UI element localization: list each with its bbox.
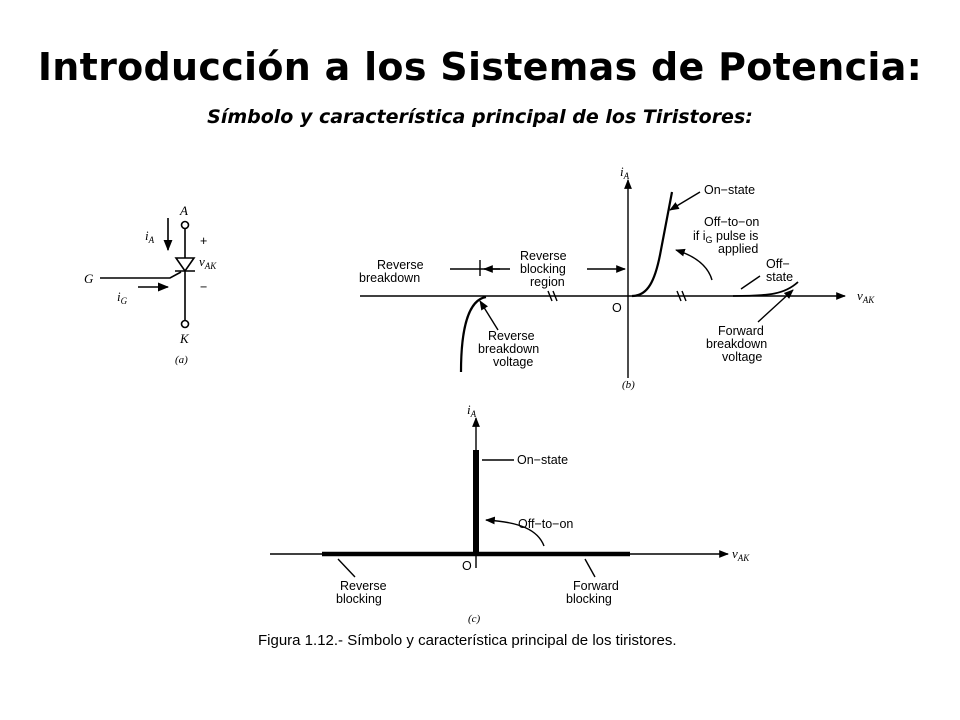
ia-subscript: A <box>148 235 155 245</box>
b-reverse-breakdown-label-2: breakdown <box>359 271 420 285</box>
b-off-to-on-label-3: applied <box>718 242 758 256</box>
b-forward-breakdown-voltage-pointer <box>757 289 794 323</box>
b-reverse-breakdown-label-1: Reverse <box>377 258 424 272</box>
b-off-state-pointer <box>740 275 761 290</box>
c-reverse-blocking-label-1: Reverse <box>340 579 387 593</box>
c-x-axis-subscript: AK <box>737 553 750 563</box>
slide-title: Introducción a los Sistemas de Potencia: <box>37 45 923 89</box>
panel-b-label: (b) <box>622 379 635 391</box>
cathode-terminal <box>180 319 190 329</box>
c-reverse-blocking-pointer <box>337 558 356 578</box>
b-reverse-blocking-label-1: Reverse <box>520 249 567 263</box>
b-on-state-curve <box>631 191 674 298</box>
panel-c-label: (c) <box>468 613 481 625</box>
b-x-axis-subscript: AK <box>862 295 875 305</box>
characteristic-b-labels: iA vAK O On−state Off−to−on if iG pulse … <box>359 164 875 391</box>
ig-subscript: G <box>121 296 128 306</box>
b-off-to-on-pointer <box>675 248 713 281</box>
b-forward-breakdown-voltage-label-1: Forward <box>718 324 764 338</box>
svg-text:vAK: vAK <box>732 546 750 563</box>
b-forward-breakdown-voltage-label-3: voltage <box>722 350 762 364</box>
ia-label: i <box>145 228 149 243</box>
b-off-state-curve <box>732 281 799 297</box>
minus-sign: − <box>200 280 207 294</box>
b-origin-label: O <box>612 301 622 315</box>
c-y-axis-subscript: A <box>470 409 477 419</box>
b-reverse-blocking-label-2: blocking <box>520 262 566 276</box>
b-axis-break-right <box>676 290 687 302</box>
panel-a-label: (a) <box>175 354 188 366</box>
thyristor-triangle-icon <box>174 257 196 273</box>
slide-subtitle: Símbolo y característica principal de lo… <box>207 106 753 128</box>
b-off-to-on-label-2-sub: G <box>706 235 713 245</box>
b-on-state-pointer <box>669 191 701 211</box>
c-off-to-on-pointer <box>485 516 545 547</box>
b-reverse-breakdown-voltage-label-2: breakdown <box>478 342 539 356</box>
b-x-axis-label: v <box>857 288 863 303</box>
svg-text:iG: iG <box>117 289 128 306</box>
c-on-state-label: On−state <box>517 453 568 467</box>
b-off-state-label-1: Off− <box>766 257 790 271</box>
anode-label: A <box>179 203 188 218</box>
c-forward-blocking-pointer <box>584 558 596 578</box>
anode-terminal <box>180 220 190 230</box>
svg-text:if iG pulse is: if iG pulse is <box>693 229 758 245</box>
characteristic-c-labels: iA vAK O On−state Off−to−on Reverse bloc… <box>336 402 750 625</box>
b-reverse-breakdown-voltage-label-3: voltage <box>493 355 533 369</box>
figure-caption: Figura 1.12.- Símbolo y característica p… <box>258 632 677 649</box>
b-off-to-on-label-1: Off−to−on <box>704 215 759 229</box>
thyristor-symbol <box>100 218 196 329</box>
gate-lead <box>100 271 182 279</box>
c-y-axis-label: i <box>467 402 471 417</box>
c-x-axis-label: v <box>732 546 738 561</box>
b-off-state-label-2: state <box>766 270 793 284</box>
b-off-to-on-label-2: if i <box>693 229 706 243</box>
b-y-axis-subscript: A <box>623 171 630 181</box>
symbol-labels: A K G iA iG vAK + − (a) <box>84 203 217 366</box>
gate-label: G <box>84 271 94 286</box>
cathode-label: K <box>179 331 190 346</box>
characteristic-c-graph <box>270 417 729 578</box>
b-reverse-breakdown-curve <box>459 295 487 373</box>
b-axis-break-left <box>547 290 558 302</box>
b-reverse-breakdown-voltage-pointer <box>479 300 499 331</box>
b-reverse-breakdown-voltage-label-1: Reverse <box>488 329 535 343</box>
b-on-state-label: On−state <box>704 183 755 197</box>
plus-sign: + <box>200 234 207 248</box>
svg-text:vAK: vAK <box>199 254 217 271</box>
svg-text:vAK: vAK <box>857 288 875 305</box>
vak-label: v <box>199 254 205 269</box>
svg-text:iA: iA <box>145 228 155 245</box>
svg-text:iA: iA <box>620 164 630 181</box>
c-forward-blocking-label-2: blocking <box>566 592 612 606</box>
c-off-to-on-label: Off−to−on <box>518 517 573 531</box>
svg-text:iA: iA <box>467 402 477 419</box>
vak-subscript: AK <box>204 261 217 271</box>
c-origin-label: O <box>462 559 472 573</box>
ig-label: i <box>117 289 121 304</box>
b-off-to-on-label-2-post: pulse is <box>713 229 759 243</box>
c-forward-blocking-label-1: Forward <box>573 579 619 593</box>
c-reverse-blocking-label-2: blocking <box>336 592 382 606</box>
b-reverse-blocking-label-3: region <box>530 275 565 289</box>
characteristic-b-graph <box>360 179 846 378</box>
b-y-axis-label: i <box>620 164 624 179</box>
b-forward-breakdown-voltage-label-2: breakdown <box>706 337 767 351</box>
